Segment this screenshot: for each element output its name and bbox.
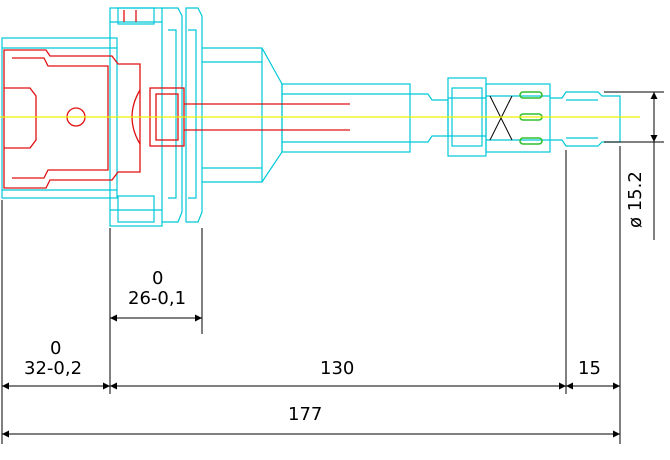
tip-diameter-label: ø 15.2 <box>625 171 646 228</box>
dimension-lines <box>1 91 664 444</box>
cross-mark <box>489 95 513 141</box>
flange-tolerance-upper: 0 <box>152 268 163 289</box>
shank-length-label: 32-0,2 <box>24 358 82 379</box>
flange-width-label: 26-0,1 <box>128 288 186 309</box>
shank-tolerance-upper: 0 <box>50 338 61 359</box>
marker-slots <box>519 91 543 145</box>
tip-length-label: 15 <box>578 358 601 379</box>
overall-length-label: 177 <box>288 404 322 425</box>
tool-length-label: 130 <box>320 358 354 379</box>
chuck-insert <box>3 10 350 189</box>
